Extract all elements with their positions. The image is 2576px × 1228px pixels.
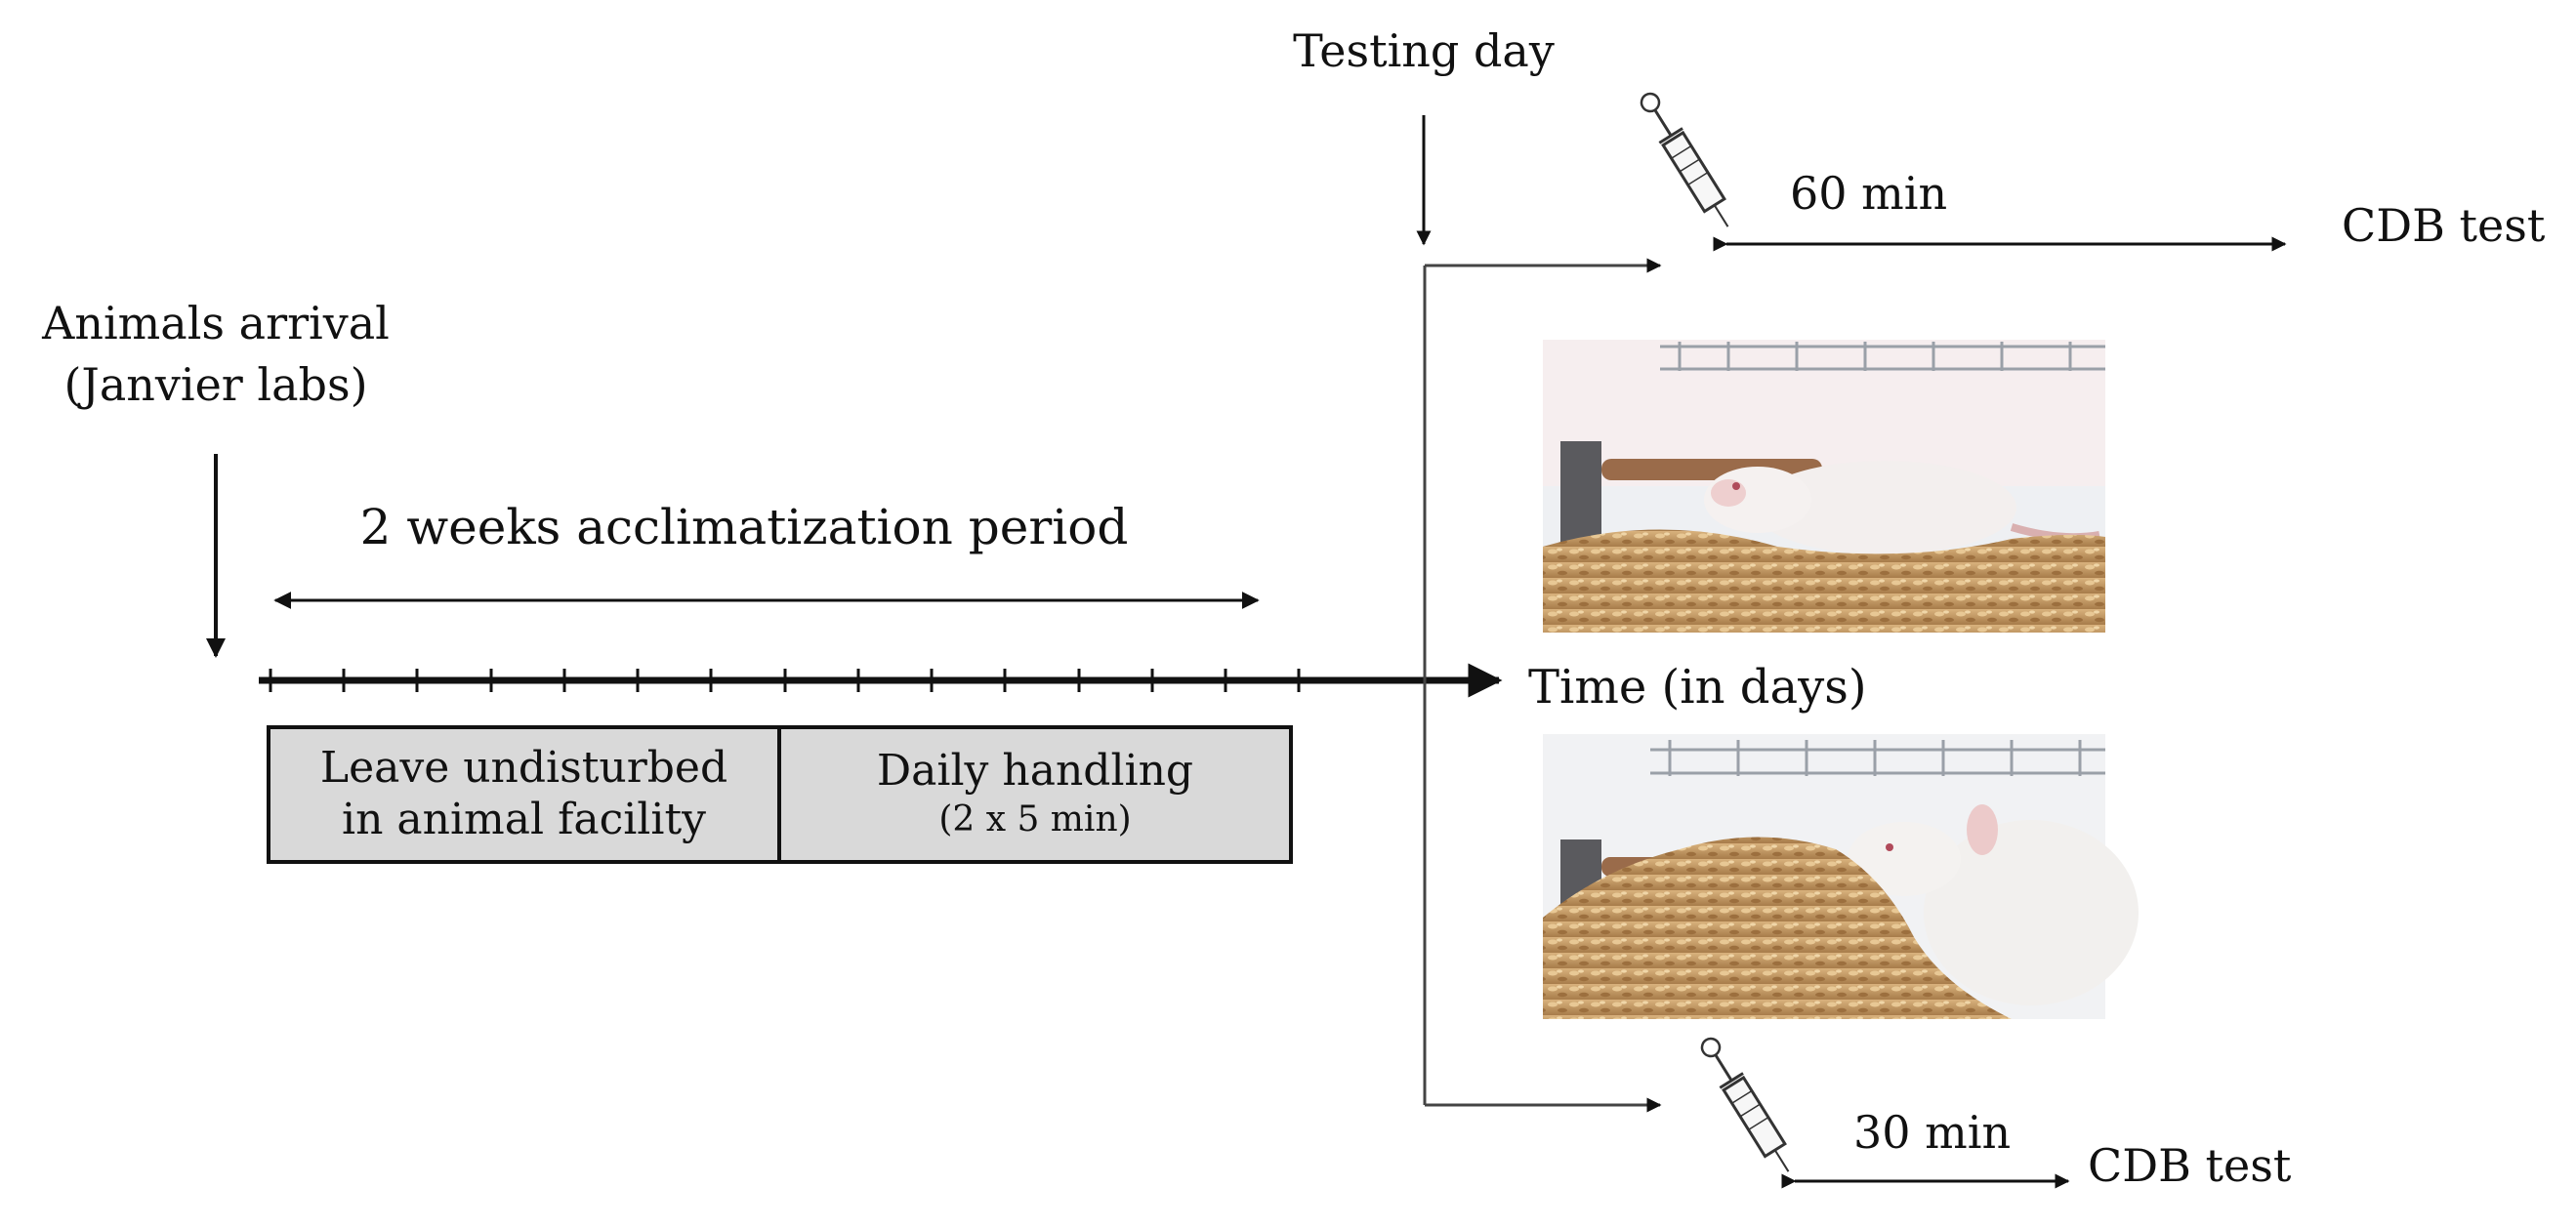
interval-30-label: 30 min xyxy=(1853,1106,2012,1159)
time-axis-label: Time (in days) xyxy=(1528,660,1867,715)
testing-day-label: Testing day xyxy=(1293,24,1555,77)
syringe-icon xyxy=(1640,92,1729,227)
interval-60-label: 60 min xyxy=(1790,167,1948,220)
phase-box-daily-handling: Daily handling (2 x 5 min) xyxy=(777,725,1293,864)
phase-label: in animal facility xyxy=(342,795,706,844)
syringe-icon xyxy=(1700,1037,1790,1172)
arrival-sublabel: (Janvier labs) xyxy=(63,358,368,411)
photo-rat-bottom xyxy=(1543,734,2139,1019)
phase-label: Daily handling xyxy=(876,746,1194,797)
phase-label: Leave undisturbed xyxy=(319,743,728,794)
photo-rat-top xyxy=(1543,340,2105,633)
cdb-test-bottom-label: CDB test xyxy=(2088,1139,2292,1192)
acclimatization-label: 2 weeks acclimatization period xyxy=(359,499,1129,555)
arrival-label: Animals arrival xyxy=(42,297,390,349)
phase-box-undisturbed: Leave undisturbed in animal facility xyxy=(267,725,781,864)
phase-sublabel: (2 x 5 min) xyxy=(938,799,1132,839)
cdb-test-top-label: CDB test xyxy=(2342,199,2546,252)
time-axis-ticks xyxy=(269,669,1301,692)
